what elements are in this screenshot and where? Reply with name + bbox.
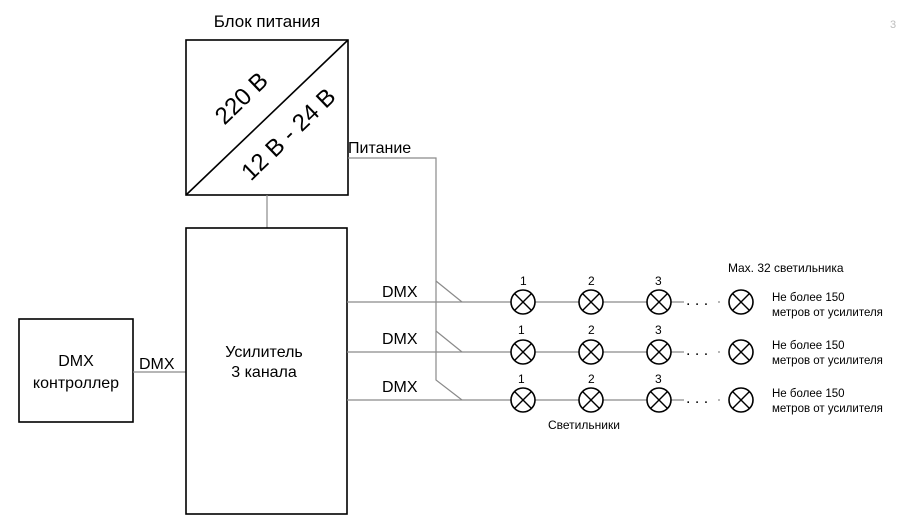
lamp-icon bbox=[578, 289, 604, 315]
power-supply-title: Блок питания bbox=[214, 12, 321, 31]
distance-note-line1: Не более 150 bbox=[772, 388, 845, 400]
distance-note-line1: Не более 150 bbox=[772, 292, 845, 304]
lamp-icon bbox=[646, 387, 672, 413]
lamp-number-1: 1 bbox=[520, 274, 527, 288]
power-wire bbox=[348, 157, 463, 401]
lamp-number-3: 3 bbox=[655, 274, 662, 288]
dmx-controller-block: DMX контроллер bbox=[18, 318, 134, 423]
distance-note-line1: Не более 150 bbox=[772, 340, 845, 352]
lamp-number-2: 2 bbox=[588, 372, 595, 386]
lamp-icon bbox=[646, 339, 672, 365]
channel-line-3: DMX 1 2 3 . . . Не более 150 метров от у… bbox=[347, 372, 883, 415]
page-marker: 3 bbox=[890, 19, 896, 31]
lamp-icon bbox=[728, 339, 754, 365]
lamp-icon bbox=[510, 289, 536, 315]
lamp-number-2: 2 bbox=[588, 323, 595, 337]
continuation-dots: . . . bbox=[686, 292, 708, 309]
lamp-number-2: 2 bbox=[588, 274, 595, 288]
distance-note-line2: метров от усилителя bbox=[772, 403, 883, 415]
lamp-number-3: 3 bbox=[655, 372, 662, 386]
lamp-icon bbox=[728, 387, 754, 413]
continuation-dots: . . . bbox=[686, 342, 708, 359]
amplifier-label-line1: Усилитель bbox=[225, 344, 303, 361]
lamp-icon bbox=[646, 289, 672, 315]
lamp-number-1: 1 bbox=[518, 372, 525, 386]
channel-1-dmx-label: DMX bbox=[382, 284, 418, 301]
dmx-controller-label-line1: DMX bbox=[58, 353, 94, 370]
lamp-icon bbox=[510, 387, 536, 413]
lamp-icon bbox=[578, 387, 604, 413]
power-label: Питание bbox=[348, 140, 411, 157]
distance-note-line2: метров от усилителя bbox=[772, 355, 883, 367]
power-tap-2 bbox=[435, 330, 463, 353]
dmx-controller-label-line2: контроллер bbox=[33, 375, 119, 392]
continuation-dots: . . . bbox=[686, 390, 708, 407]
power-supply-divider bbox=[185, 39, 349, 196]
channel-2-dmx-label: DMX bbox=[382, 331, 418, 348]
channel-3-dmx-label: DMX bbox=[382, 379, 418, 396]
distance-note-line2: метров от усилителя bbox=[772, 307, 883, 319]
channel-line-1: DMX 1 2 3 . . . Не более 150 метров от у… bbox=[347, 274, 883, 319]
fixtures-label: Светильники bbox=[548, 418, 620, 432]
lamp-icon bbox=[510, 339, 536, 365]
lamp-icon bbox=[578, 339, 604, 365]
controller-dmx-label: DMX bbox=[139, 356, 175, 373]
power-tap-1 bbox=[435, 280, 463, 303]
lamp-number-3: 3 bbox=[655, 323, 662, 337]
lamp-icon bbox=[728, 289, 754, 315]
amplifier-label-line2: 3 канала bbox=[231, 364, 297, 381]
channel-line-2: DMX 1 2 3 . . . Не более 150 метров от у… bbox=[347, 323, 883, 367]
lamp-number-1: 1 bbox=[518, 323, 525, 337]
max-fixtures-label: Max. 32 светильника bbox=[728, 261, 844, 275]
amplifier-block: Усилитель 3 канала bbox=[185, 227, 348, 515]
power-supply-block: 220 В 12 В - 24 В bbox=[185, 39, 349, 196]
